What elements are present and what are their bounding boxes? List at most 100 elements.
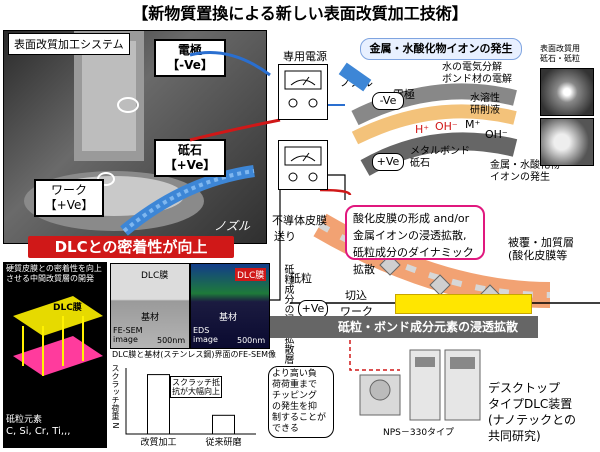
oxidation-line1: 酸化皮膜の形成 and/or — [353, 212, 470, 225]
fe-sem-image: DLC膜 基材 FE-SEM image 500nm — [110, 263, 190, 349]
coolant-line1: 水溶性 — [470, 93, 500, 104]
device-caption-line4: 共同研究) — [488, 429, 541, 443]
power-supply-2 — [278, 140, 328, 190]
fe-sem-line1: FE-SEM — [113, 326, 143, 335]
callout-line3: チッピング — [272, 391, 318, 401]
annotation-line2: 抗が大幅向上 — [172, 387, 220, 396]
sem-caption: DLC膜と基材(ステンレス鋼)界面のFE-SEM像 — [112, 350, 277, 359]
photo-nozzle-label: ノズル — [214, 219, 251, 233]
device-caption-line1: デスクトップ — [488, 381, 561, 395]
fe-sem-dlc-label: DLC膜 — [141, 271, 169, 281]
ion-generation-line2: イオンの発生 — [490, 172, 550, 183]
category-label-0: 改質加工 — [140, 436, 176, 448]
grindstone-callout-line2: 【+Ve】 — [164, 158, 216, 172]
svg-text:OH⁻: OH⁻ — [435, 120, 458, 133]
device-illustration — [359, 349, 481, 421]
intermediate-layer-heading: 硬質皮膜との密着性を向上 させる中間改質層の開発 — [6, 264, 102, 284]
metal-bond-line2: 砥石 — [410, 158, 430, 169]
surface-layer-label: 改質加工面 — [21, 377, 67, 387]
fe-sem-scale: 500nm — [157, 336, 186, 345]
device-caption-line3: (ナノテックとの — [488, 413, 576, 427]
coolant-line2: 研削液 — [470, 105, 500, 116]
fe-sem-line2: image — [113, 335, 138, 344]
coating-line2: (酸化皮膜等 — [508, 249, 568, 262]
eds-scale: 500nm — [237, 336, 266, 345]
right-photo-label-line1: 表面改質用 — [540, 44, 580, 53]
bar-0 — [147, 374, 170, 435]
grindstone-photo — [540, 68, 594, 116]
water-electrolysis-line1: 水の電気分解 — [442, 62, 502, 73]
water-electrolysis-line2: ボンド材の電解 — [442, 74, 512, 85]
chart-callout: より高い負 荷荷重まで チッピング の発生を抑 制することが できる — [268, 366, 334, 438]
work-callout-line2: 【+Ve】 — [44, 198, 94, 212]
system-photo: 表面改質加工システム 電極 【-Ve】 砥石 【+Ve】 ワーク 【+Ve】 ノ… — [3, 30, 267, 244]
chart-ylabel: スクラッチ荷重 N — [111, 364, 120, 429]
heading-line1: 硬質皮膜との密着性を向上 — [6, 264, 102, 273]
feed-label: 送り — [274, 230, 296, 243]
intermediate-layer-panel: 硬質皮膜との密着性を向上 させる中間改質層の開発 DLC膜 改質加工面 砥粒元素… — [3, 262, 107, 448]
water-electrolysis-label: 水の電気分解 ボンド材の電解 — [442, 62, 512, 86]
category-label-1: 従来研磨 — [205, 436, 241, 448]
abrasive-photo — [540, 118, 594, 166]
work-label: ワーク — [340, 305, 373, 318]
eds-image: DLC膜 基材 EDS image 500nm — [190, 263, 270, 349]
diffusion-vertical-label: 砥粒成分の浸透拡散層 — [282, 264, 293, 364]
oxidation-box: 酸化皮膜の形成 and/or 金属イオンの浸透拡散, 砥粒成分のダイナミック拡散 — [345, 205, 485, 276]
eds-line2: image — [193, 335, 218, 344]
svg-text:M⁺: M⁺ — [465, 118, 480, 131]
grindstone-callout: 砥石 【+Ve】 — [154, 139, 226, 177]
scratch-load-chart: 改質加工従来研磨 スクラッチ荷重 N スクラッチ抵 抗が大幅向上 — [110, 360, 268, 448]
layer-illustration — [13, 296, 103, 376]
callout-line2: 荷荷重まで — [272, 380, 318, 390]
page-title: 【新物質置換による新しい表面改質加工技術】 — [132, 4, 468, 23]
grindstone-callout-line1: 砥石 — [177, 143, 202, 157]
electrode-callout-line2: 【-Ve】 — [167, 58, 213, 72]
device-caption-line2: タイプDLC装置 — [488, 397, 573, 411]
oxidation-line3: 砥粒成分のダイナミック拡散 — [353, 246, 474, 276]
power-supply-2-meter — [284, 146, 322, 182]
callout-line4: の発生を抑 — [272, 402, 318, 412]
heading-line2: させる中間改質層の開発 — [6, 274, 94, 283]
bar-chart-svg: 改質加工 従来研磨 — [125, 368, 256, 448]
coating-line1: 被覆・加質層 — [508, 236, 574, 249]
callout-line5: 制することが — [272, 413, 327, 423]
oxidation-line2: 金属イオンの浸透拡散, — [353, 229, 467, 242]
svg-text:OH⁻: OH⁻ — [485, 128, 508, 141]
electrode-minus-badge: -Ve — [372, 92, 404, 110]
elements-list: C, Si, Cr, Ti,,, — [6, 426, 71, 437]
ion-generation-line1: 金属・水酸化物 — [490, 160, 560, 171]
dlc-device-photo: NPS－330タイプ — [355, 345, 485, 440]
power-supply-1 — [278, 64, 328, 120]
elements-heading: 砥粒元素 — [6, 415, 43, 425]
eds-base-label: 基材 — [219, 313, 238, 323]
power-supply-1-meter — [284, 70, 322, 108]
work-plus-badge: +Ve — [298, 300, 328, 318]
power-label: 専用電源 — [283, 50, 327, 63]
eds-dlc-label: DLC膜 — [235, 268, 267, 281]
abrasive-label: 砥粒 — [290, 272, 312, 285]
right-photo-label: 表面改質用 砥石・砥粒 — [540, 44, 580, 64]
nonconductive-film-label: 不導体皮膜 — [272, 214, 327, 227]
metal-bond-line1: メタルボンド — [410, 146, 470, 157]
work-callout: ワーク 【+Ve】 — [34, 179, 104, 217]
eds-caption: EDS image — [193, 326, 218, 344]
ion-generation-header: 金属・水酸化物イオンの発生 — [360, 38, 522, 60]
cutting-label: 切込 — [345, 289, 367, 302]
callout-line6: できる — [272, 424, 299, 434]
fe-sem-caption: FE-SEM image — [113, 326, 143, 344]
fe-sem-base-label: 基材 — [141, 313, 160, 323]
dlc-film-label: DLC膜 — [53, 303, 82, 313]
device-caption: デスクトップ タイプDLC装置 (ナノテックとの 共同研究) — [488, 380, 576, 444]
diffusion-bar: 砥粒・ボンド成分元素の浸透拡散 — [268, 316, 538, 338]
electrode-plus-badge: +Ve — [372, 153, 404, 171]
eds-line1: EDS — [193, 326, 210, 335]
adhesion-banner: DLCとの密着性が向上 — [28, 236, 234, 258]
diffusion-layer — [395, 294, 532, 314]
work-callout-line1: ワーク — [50, 183, 87, 197]
bar-1 — [212, 414, 235, 435]
coating-label: 被覆・加質層 (酸化皮膜等 — [508, 236, 574, 262]
ion-generation-label: 金属・水酸化物 イオンの発生 — [490, 160, 560, 184]
svg-text:H⁺: H⁺ — [415, 123, 429, 136]
metal-bond-label: メタルボンド 砥石 — [410, 146, 470, 170]
